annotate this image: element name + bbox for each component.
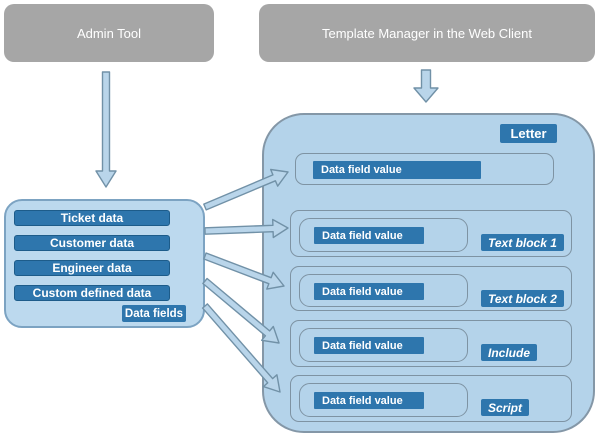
row-type-badge: Script xyxy=(481,399,530,416)
letter-row-include: Data field value Include xyxy=(290,320,572,367)
letter-title-badge: Letter xyxy=(500,124,557,143)
template-manager-box: Template Manager in the Web Client xyxy=(259,4,595,62)
data-field-label: Data field value xyxy=(322,285,403,298)
data-sources-panel: Ticket data Customer data Engineer data … xyxy=(4,199,205,328)
admin-tool-box: Admin Tool xyxy=(4,4,214,62)
data-field-label: Data field value xyxy=(322,394,403,407)
row-type-badge: Text block 2 xyxy=(481,290,564,307)
data-source-label: Ticket data xyxy=(60,211,124,225)
arrow-admin-to-data xyxy=(95,71,117,188)
row-type-label: Script xyxy=(488,400,523,415)
text-block-frame: Data field value xyxy=(299,328,468,362)
data-source-engineer: Engineer data xyxy=(14,260,170,276)
text-block-frame: Data field value xyxy=(299,383,468,417)
data-source-label: Custom defined data xyxy=(32,286,152,300)
row-type-label: Text block 2 xyxy=(488,291,557,306)
letter-row-script: Data field value Script xyxy=(290,375,572,422)
letter-title-label: Letter xyxy=(510,126,547,141)
data-source-label: Engineer data xyxy=(52,261,132,275)
data-field-label: Data field value xyxy=(322,229,403,242)
arrow-template-to-letter xyxy=(413,69,439,103)
admin-tool-label: Admin Tool xyxy=(76,25,142,41)
row-type-badge: Text block 1 xyxy=(481,234,564,251)
letter-row-textblock1: Data field value Text block 1 xyxy=(290,210,572,257)
data-fields-badge: Data fields xyxy=(122,305,186,322)
data-field-label: Data field value xyxy=(322,339,403,352)
data-field-bar: Data field value xyxy=(314,392,424,409)
data-source-customer: Customer data xyxy=(14,235,170,251)
letter-row-textblock2: Data field value Text block 2 xyxy=(290,266,572,311)
data-field-bar: Data field value xyxy=(314,337,424,354)
data-source-ticket: Ticket data xyxy=(14,210,170,226)
data-field-bar: Data field value xyxy=(314,227,424,244)
data-field-bar: Data field value xyxy=(313,161,481,179)
row-type-badge: Include xyxy=(481,344,538,361)
row-type-label: Text block 1 xyxy=(488,235,557,250)
data-source-custom: Custom defined data xyxy=(14,285,170,301)
letter-row-datafield: Data field value xyxy=(295,153,554,185)
text-block-frame: Data field value xyxy=(299,218,468,252)
row-type-label: Include xyxy=(488,345,531,360)
data-field-bar: Data field value xyxy=(314,283,424,300)
data-fields-label: Data fields xyxy=(124,307,184,320)
data-source-label: Customer data xyxy=(49,236,135,250)
data-field-label: Data field value xyxy=(321,164,402,176)
letter-panel: Letter Data field value Data field value… xyxy=(262,113,595,433)
text-block-frame: Data field value xyxy=(299,274,468,307)
template-manager-label: Template Manager in the Web Client xyxy=(321,25,533,41)
